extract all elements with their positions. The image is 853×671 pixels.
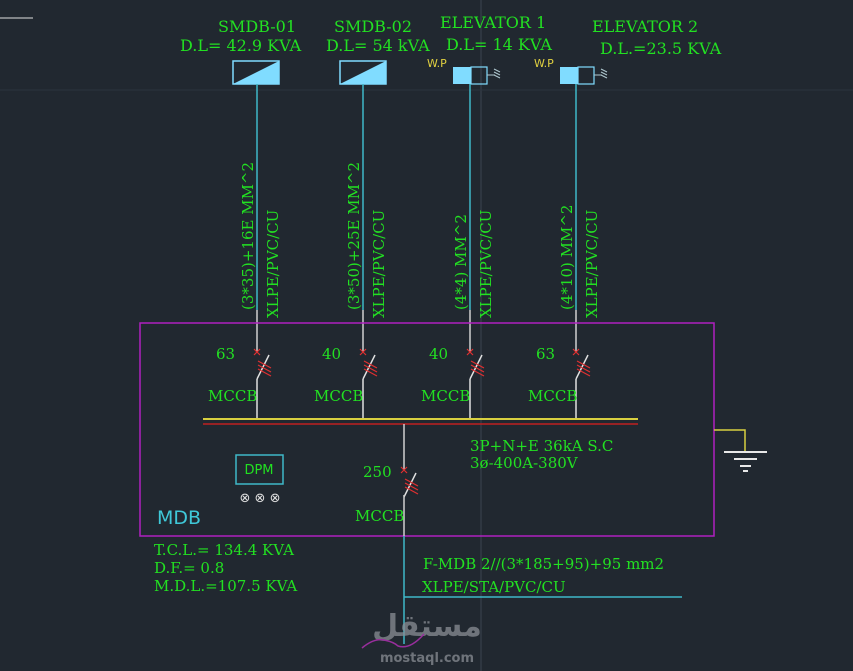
- cable-size-label: (4*4) MM^2: [452, 214, 470, 310]
- wp-label: W.P: [534, 57, 554, 70]
- breaker-type: MCCB: [528, 387, 577, 405]
- watermark-arabic: مستقل: [372, 609, 482, 644]
- load-demand: D.L= 42.9 KVA: [180, 36, 302, 55]
- breaker-type: MCCB: [208, 387, 257, 405]
- total-connected-load: T.C.L.= 134.4 KVA: [154, 541, 294, 559]
- load-name: SMDB-01: [218, 17, 296, 36]
- cable-size-label: (3*50)+25E MM^2: [345, 162, 363, 310]
- breaker-rating: 63: [536, 345, 555, 363]
- load-name: SMDB-02: [334, 17, 412, 36]
- panel-symbol-smdb-02: [339, 60, 387, 85]
- cable-type-label: XLPE/PVC/CU: [583, 210, 601, 318]
- breaker-rating: 40: [429, 345, 448, 363]
- main-breaker: [400, 466, 419, 498]
- breaker-type: MCCB: [421, 387, 470, 405]
- cable-size-label: (3*35)+16E MM^2: [239, 162, 257, 310]
- panel-name: MDB: [157, 507, 201, 529]
- panel-symbol-smdb-01: [232, 60, 280, 85]
- main-breaker-type: MCCB: [355, 507, 404, 525]
- demand-factor: D.F.= 0.8: [154, 559, 224, 577]
- load-demand: D.L= 54 kVA: [326, 36, 430, 55]
- wp-label: W.P: [427, 57, 447, 70]
- cable-type-label: XLPE/PVC/CU: [370, 210, 388, 318]
- cable-type-label: XLPE/PVC/CU: [477, 210, 495, 318]
- breaker-icon: [359, 348, 378, 419]
- watermark-latin: mostaql.com: [380, 651, 474, 666]
- watermark-logo: مستقل mostaql.com: [361, 609, 482, 666]
- earth-icon: [714, 429, 767, 472]
- breaker-icon: [253, 348, 272, 419]
- max-demand-load: M.D.L.=107.5 KVA: [154, 577, 297, 595]
- load-name: ELEVATOR 1: [440, 13, 546, 32]
- breaker-rating: 40: [322, 345, 341, 363]
- breaker-icon: [572, 348, 591, 419]
- feeder-size: F-MDB 2//(3*185+95)+95 mm2: [423, 555, 664, 573]
- bus-spec: 3ø-400A-380V: [470, 454, 579, 472]
- load-demand: D.L= 14 KVA: [446, 35, 552, 54]
- breaker-rating: 63: [216, 345, 235, 363]
- dpm-meter: [235, 454, 284, 485]
- breaker-icon: [400, 466, 419, 498]
- motor-symbol-elevator-2: [560, 66, 608, 85]
- load-demand: D.L.=23.5 KVA: [600, 39, 722, 58]
- bus-spec: 3P+N+E 36kA S.C: [470, 437, 613, 455]
- dpm-label: DPM: [244, 463, 273, 478]
- breaker-icon: [466, 348, 485, 419]
- indicator-lamps-icon: ⊗ ⊗ ⊗: [240, 491, 281, 506]
- feeder-type: XLPE/STA/PVC/CU: [422, 578, 566, 596]
- cable-size-label: (4*10) MM^2: [558, 205, 576, 310]
- motor-symbol-elevator-1: [453, 66, 501, 85]
- load-name: ELEVATOR 2: [592, 17, 698, 36]
- breaker-type: MCCB: [314, 387, 363, 405]
- cable-type-label: XLPE/PVC/CU: [264, 210, 282, 318]
- outgoing-cables: [256, 84, 577, 352]
- main-breaker-rating: 250: [363, 463, 392, 481]
- outgoing-breakers: [253, 348, 591, 419]
